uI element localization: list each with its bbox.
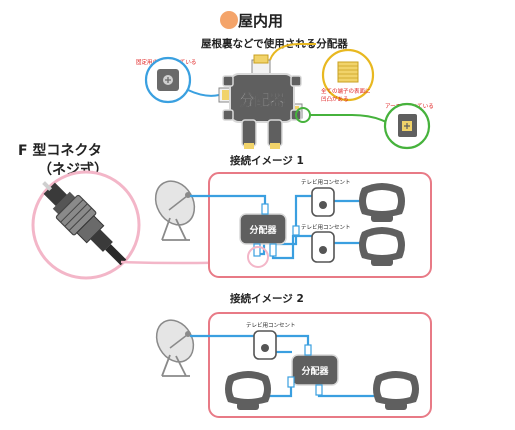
diagram1-connector-highlight — [247, 246, 269, 268]
diagram1-outlet-label-bottom: テレビ用コンセント — [301, 223, 351, 231]
callout-all-terminals-line1: 全ての端子の表面に — [321, 87, 371, 95]
splitter-icon: 分配器 — [218, 54, 303, 149]
tv-icon — [225, 371, 419, 410]
diagram1-splitter: 分配器 — [239, 203, 300, 268]
diagram2-outlet: テレビ用コンセント — [246, 321, 296, 360]
diagram-1: 接続イメージ 1 分配器 — [154, 154, 432, 278]
diagram2-splitter: 分配器 — [287, 344, 339, 396]
callout-ground: アースが付いている — [295, 102, 434, 150]
page-title: 屋内用 — [238, 12, 283, 30]
tv-icon — [359, 183, 405, 266]
title-dot — [220, 11, 238, 29]
connector-title-line1: F 型コネクタ — [18, 142, 102, 159]
diagram1-splitter-label: 分配器 — [249, 224, 277, 236]
callout-all-terminals-line2: 凹凸がある — [321, 95, 349, 103]
page-subtitle: 屋根裏などで使用される分配器 — [201, 37, 348, 50]
splitter-label: 分配器 — [239, 91, 285, 109]
diagram1-outlet-label-top: テレビ用コンセント — [301, 178, 351, 186]
outlet-icon: テレビ用コンセント テレビ用コンセント — [301, 178, 351, 263]
splitter-detail: 固定用のネジ付いている 分配器 — [136, 43, 434, 150]
satellite-dish-icon — [154, 180, 196, 241]
callout-all-terminals: 全ての端子の表面に 凹凸がある — [269, 43, 375, 103]
satellite-dish-icon — [155, 319, 195, 377]
diagram1-title: 接続イメージ 1 — [230, 154, 304, 167]
diagram2-splitter-label: 分配器 — [301, 365, 329, 377]
f-connector: F 型コネクタ （ネジ式） — [18, 142, 247, 280]
diagram-2: 接続イメージ 2 テレビ用コンセント 分配器 — [155, 292, 432, 418]
header: 屋内用 屋根裏などで使用される分配器 — [201, 11, 348, 50]
callout-fixing-screw: 固定用のネジ付いている — [136, 56, 220, 104]
diagram2-title: 接続イメージ 2 — [230, 292, 304, 305]
diagram2-outlet-label: テレビ用コンセント — [246, 321, 296, 329]
f-connector-icon — [42, 181, 127, 266]
